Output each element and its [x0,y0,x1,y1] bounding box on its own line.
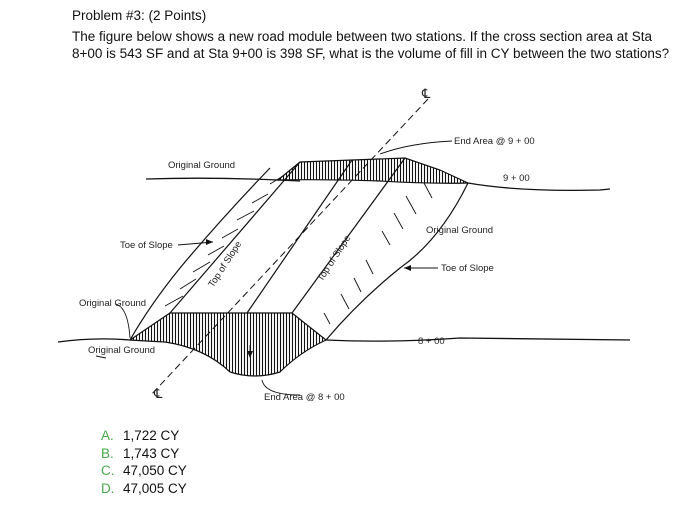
centerline-label-bottom: ℄ [153,387,163,402]
choice-d-letter: D. [101,480,115,496]
choice-a[interactable]: A. 1,722 CY [101,427,187,445]
road-edge-right [291,157,406,314]
original-ground-left-label: Original Ground [79,298,146,309]
top-slope-left-line [169,161,301,314]
ground-line-bottom [57,337,631,343]
toe-slope-left [129,167,271,341]
original-ground-top-label: Original Ground [168,160,235,171]
choice-b-text: 1,743 CY [123,445,180,461]
choice-d[interactable]: D. 47,005 CY [101,480,187,498]
end-area-9-fill [276,157,469,184]
top-of-slope-right-label: Top of Slope [315,233,353,283]
original-ground-mid-right-label: Original Ground [426,225,493,236]
choice-b-letter: B. [101,445,114,461]
toe-of-slope-left-label: Toe of Slope [120,240,173,251]
choice-d-text: 47,005 CY [123,480,187,496]
toe-slope-right [325,182,469,341]
station-8-label: 8 + 00 [418,336,445,347]
centerline [149,98,429,397]
end-area-8-label: End Area @ 8 + 00 [264,392,345,403]
choice-a-text: 1,722 CY [123,428,180,443]
toe-of-slope-right-label: Toe of Slope [441,263,494,274]
question-text: The figure below shows a new road module… [72,29,670,61]
end-area-8-fill [128,312,328,377]
end-area-9-label: End Area @ 9 + 00 [454,136,535,147]
problem-title: Problem #3: (2 Points) [72,8,207,23]
answer-choices: A. 1,722 CY B. 1,743 CY C. 47,050 CY D. 47,0… [101,427,187,497]
ground-line-top [145,177,611,192]
choice-c-text: 47,050 CY [123,463,187,478]
choice-c[interactable]: C. 47,050 CY [101,462,187,480]
station-9-label: 9 + 00 [503,173,530,184]
choice-a-letter: A. [101,428,114,443]
original-ground-bottom-label: Original Ground [88,345,155,356]
centerline-label-top: ℄ [421,87,431,102]
choice-b[interactable]: B. 1,743 CY [101,445,187,463]
choice-c-letter: C. [101,463,115,478]
